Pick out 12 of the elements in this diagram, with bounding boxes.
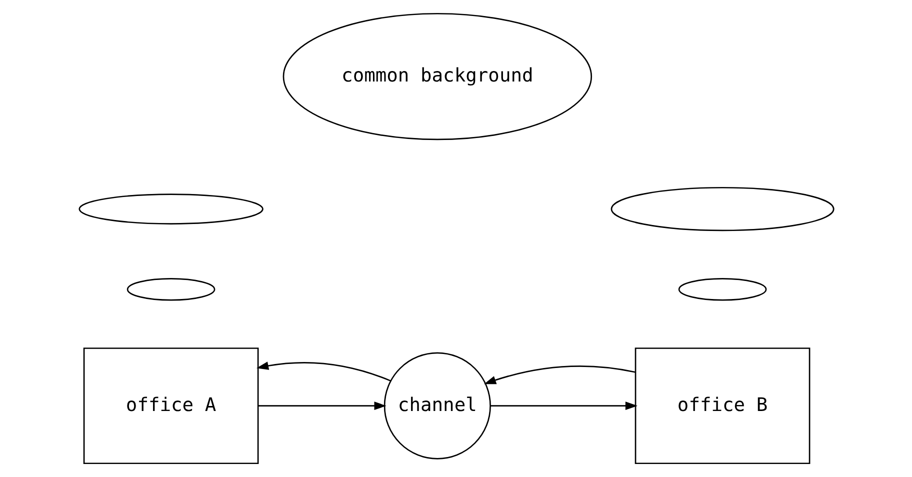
node-cloud [126,278,215,301]
node-box: office A [82,348,258,464]
arrow [258,402,386,410]
node-cloud [678,278,766,301]
node-ellipse: common background [282,12,592,140]
node-box: office B [634,348,810,464]
arrow [256,362,390,382]
node-cloud [78,194,263,224]
arrow [483,366,635,384]
arrow [490,402,637,410]
node-circle: channel [383,352,490,460]
node-cloud [610,186,834,232]
